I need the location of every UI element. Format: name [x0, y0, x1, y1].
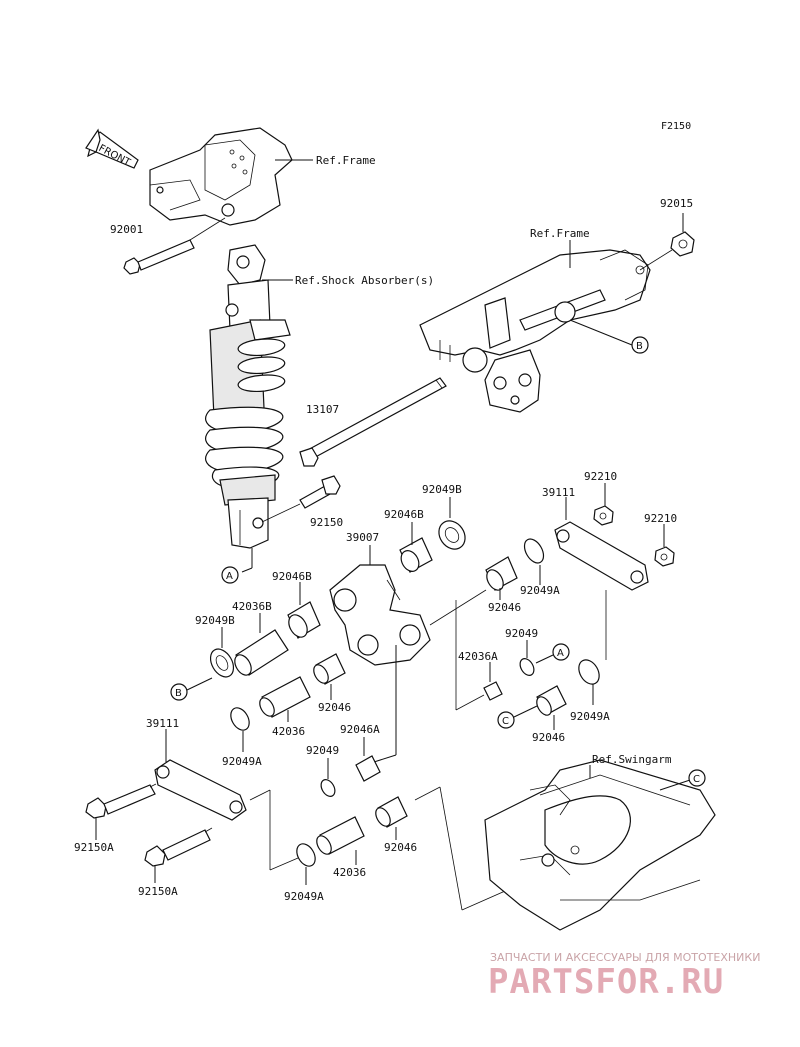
- nut-92210-b: [654, 546, 675, 567]
- label-92210-a: 92210: [584, 470, 617, 483]
- collar-42036a: [483, 681, 503, 701]
- label-92150a-b: 92150A: [138, 885, 178, 898]
- figure-code: F2150: [661, 121, 691, 132]
- label-92049b-top: 92049B: [422, 483, 462, 496]
- collar-42036b: [234, 629, 289, 676]
- svg-text:B: B: [636, 341, 643, 352]
- collar-42036-low: [316, 816, 365, 855]
- label-92046b-top: 92046B: [384, 508, 424, 521]
- label-92046-right: 92046: [532, 731, 565, 744]
- bearing-92046-right: [536, 685, 567, 716]
- callout-b-right: B: [631, 336, 649, 354]
- callout-c-mid: C: [497, 711, 515, 729]
- collar-42036: [259, 676, 311, 718]
- nut-92015: [670, 231, 695, 257]
- svg-text:A: A: [557, 648, 564, 659]
- callout-c-right: C: [688, 769, 706, 787]
- bolt-92001: [123, 217, 226, 275]
- label-92049-mid: 92049: [505, 627, 538, 640]
- watermark-tagline: ЗАПЧАСТИ И АКСЕССУАРЫ ДЛЯ МОТОТЕХНИКИ: [490, 951, 760, 964]
- right-frame-section: [419, 249, 651, 413]
- bolt-92150: [261, 475, 341, 523]
- bearing-92046b-top: [399, 537, 433, 573]
- label-92046a: 92046A: [340, 723, 380, 736]
- front-arrow-icon: FRONT: [85, 128, 139, 169]
- label-42036b: 42036B: [232, 600, 272, 613]
- label-92049-low: 92049: [306, 744, 339, 757]
- bearing-92046b-left: [287, 601, 321, 639]
- ref-frame-top: Ref.Frame: [316, 154, 376, 167]
- washer-92049-mid: [519, 658, 535, 676]
- rocker-arm-39007: [329, 564, 431, 666]
- label-39111-right: 39111: [542, 486, 575, 499]
- svg-text:A: A: [226, 571, 233, 582]
- ref-swingarm: Ref.Swingarm: [592, 753, 672, 766]
- seal-92049a-mid: [523, 538, 545, 564]
- bearing-92046a: [355, 755, 381, 782]
- bearing-92046-mid: [485, 556, 518, 591]
- bearing-92046-bottom: [375, 796, 408, 828]
- seal-92049a-right: [578, 659, 600, 685]
- label-92015: 92015: [660, 197, 693, 210]
- link-39111-right: [554, 521, 649, 591]
- bolt-92150a-a: [85, 783, 157, 819]
- watermark-brand: PARTSFOR.RU: [488, 962, 724, 1002]
- washer-92049-low: [320, 779, 336, 797]
- seal-92049a-bottom: [296, 843, 316, 867]
- callout-a-mid: A: [552, 643, 570, 661]
- swingarm: [484, 759, 716, 931]
- seal-92049a-left: [230, 707, 250, 731]
- svg-text:C: C: [502, 716, 509, 727]
- link-39111-left: [154, 759, 247, 821]
- label-92049a-bottom: 92049A: [284, 890, 324, 903]
- label-92046-mid: 92046: [488, 601, 521, 614]
- label-92150a-a: 92150A: [74, 841, 114, 854]
- label-13107: 13107: [306, 403, 339, 416]
- seal-92049b-top: [438, 520, 466, 550]
- bolt-92150a-b: [144, 827, 213, 867]
- nut-92210-a: [593, 505, 614, 526]
- label-42036: 42036: [272, 725, 305, 738]
- shaft-13107: [299, 377, 447, 467]
- seal-92049b-left: [209, 648, 235, 678]
- label-92049a-left: 92049A: [222, 755, 262, 768]
- shock-absorber: [205, 244, 291, 549]
- label-92210-b: 92210: [644, 512, 677, 525]
- callout-a-left: A: [221, 566, 239, 584]
- callout-b-left: B: [170, 683, 188, 701]
- label-39007: 39007: [346, 531, 379, 544]
- ref-frame-right: Ref.Frame: [530, 227, 590, 240]
- svg-text:C: C: [693, 774, 700, 785]
- label-92046-low: 92046: [318, 701, 351, 714]
- label-92049a-right: 92049A: [570, 710, 610, 723]
- bearing-92046-low: [313, 653, 346, 685]
- label-92046b-left: 92046B: [272, 570, 312, 583]
- label-92001: 92001: [110, 223, 143, 236]
- svg-text:B: B: [175, 688, 182, 699]
- label-92150: 92150: [310, 516, 343, 529]
- label-92049b-left: 92049B: [195, 614, 235, 627]
- top-frame-bracket: [149, 127, 293, 226]
- label-92049a-mid: 92049A: [520, 584, 560, 597]
- label-42036a: 42036A: [458, 650, 498, 663]
- label-92046-bottom: 92046: [384, 841, 417, 854]
- ref-shock-absorber: Ref.Shock Absorber(s): [295, 274, 434, 287]
- label-39111-left: 39111: [146, 717, 179, 730]
- label-42036-low: 42036: [333, 866, 366, 879]
